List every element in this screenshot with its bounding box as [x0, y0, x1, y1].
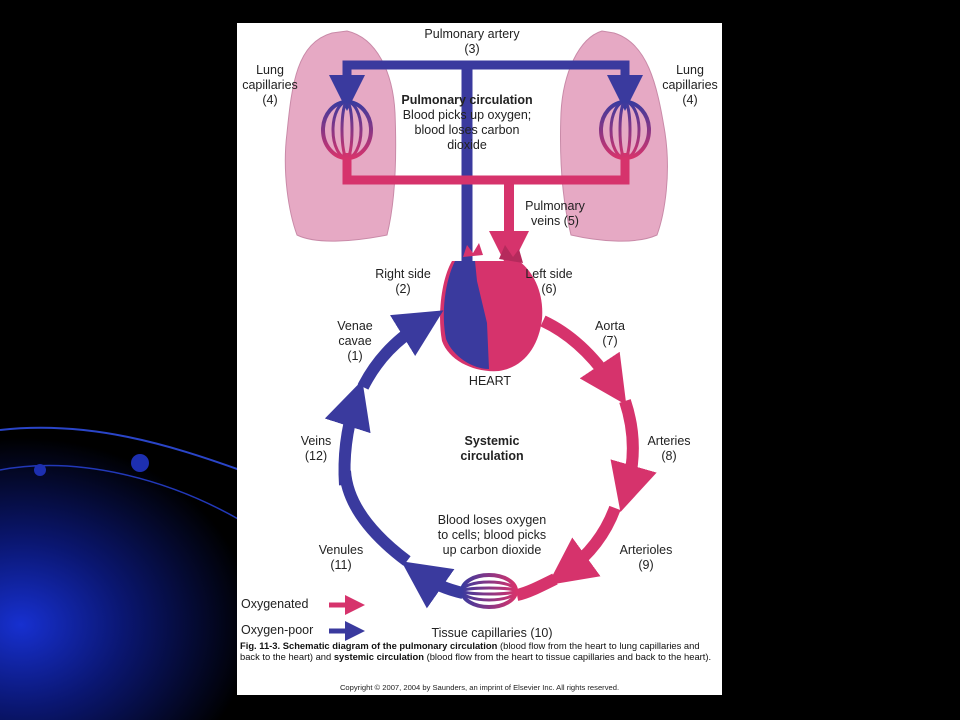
label-arteries: Arteries(8): [647, 434, 691, 463]
arterioles-arrow: [547, 505, 621, 586]
pulmonary-vein-left: [342, 153, 505, 185]
right-lung-capillaries: [599, 100, 651, 160]
label-pulmonary-circulation: Pulmonary circulation Blood picks up oxy…: [401, 93, 533, 152]
pulmonary-artery-left-branch: [329, 60, 469, 111]
label-heart: HEART: [468, 374, 512, 388]
venae-cavae-arrow: [357, 310, 444, 390]
label-tissue-capillaries: Tissue capillaries (10): [431, 626, 553, 640]
legend-oxygenated-label: Oxygenated: [241, 597, 309, 611]
label-veins: Veins(12): [300, 434, 332, 463]
decor-dot: [34, 464, 46, 476]
label-pulmonary-artery: Pulmonary artery(3): [424, 27, 520, 56]
label-right-side: Right side(2): [375, 267, 431, 296]
pulmonary-vein-right: [505, 153, 630, 185]
legend-oxygen-poor-label: Oxygen-poor: [241, 623, 314, 637]
caption-bold-systemic: systemic circulation: [333, 651, 424, 663]
caption-text-1: (blood flow from the heart to lung capil…: [240, 640, 700, 663]
arteries-arrow: [610, 399, 657, 513]
caption-bold-pulmonary: Schematic diagram of the pulmonary circu…: [282, 640, 498, 651]
venules-arrow: [401, 561, 465, 609]
decor-swoosh: [0, 426, 241, 471]
pulmonary-artery-right-branch: [465, 60, 643, 111]
label-aorta: Aorta(7): [595, 319, 625, 348]
left-lung: [284, 30, 397, 242]
circulation-diagram: [284, 30, 668, 641]
tissue-capillaries: [460, 573, 518, 609]
decor-swoosh: [0, 464, 241, 521]
veins-up-arrow: [324, 380, 371, 486]
figure-caption: Fig. 11-3. Schematic diagram of the pulm…: [240, 640, 720, 663]
label-arterioles: Arterioles(9): [619, 543, 673, 572]
left-lung-capillaries: [321, 100, 373, 160]
capillary-to-venules-arrow: [515, 573, 558, 601]
caption-fig-number: Fig. 11-3.: [240, 640, 281, 651]
decor-dot: [131, 454, 149, 472]
heart-illustration: [440, 243, 543, 372]
caption-text-2: (blood flow from the heart to tissue cap…: [426, 651, 712, 663]
copyright-notice: Copyright © 2007, 2004 by Saunders, an i…: [339, 683, 620, 692]
label-venules: Venules(11): [318, 543, 364, 572]
aorta-arrow: [540, 315, 627, 405]
label-left-side: Left side(6): [525, 267, 573, 296]
